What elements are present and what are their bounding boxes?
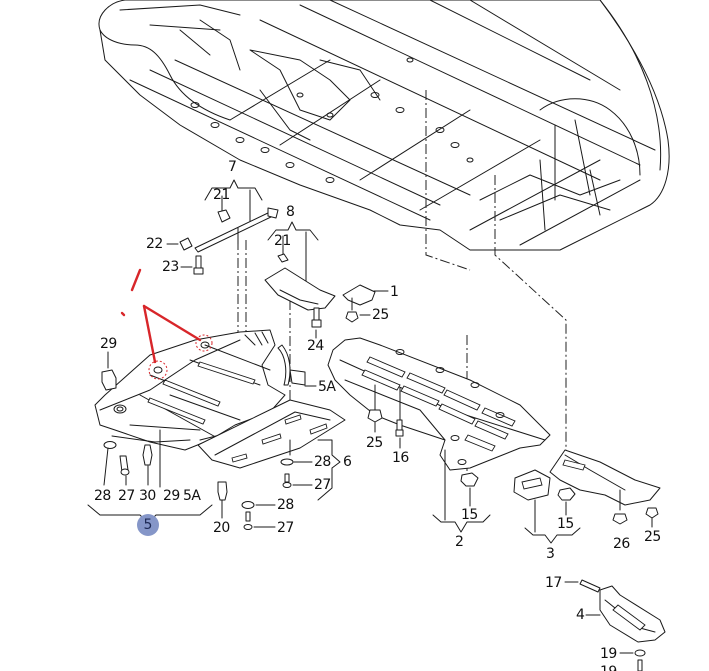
label-part-19-clipped[interactable]: 19 xyxy=(600,665,617,671)
part-5-front-panel xyxy=(94,329,317,451)
label-part-1[interactable]: 1 xyxy=(390,284,399,300)
label-part-22[interactable]: 22 xyxy=(146,236,163,252)
label-part-30[interactable]: 30 xyxy=(139,488,156,504)
label-part-26[interactable]: 26 xyxy=(613,536,630,552)
label-part-28[interactable]: 28 xyxy=(314,454,331,470)
label-part-6[interactable]: 6 xyxy=(343,454,352,470)
label-part-5a[interactable]: 5A xyxy=(183,488,201,504)
label-part-8[interactable]: 8 xyxy=(286,204,295,220)
label-part-20[interactable]: 20 xyxy=(213,520,230,536)
part-8-bracket xyxy=(264,221,336,339)
label-part-29[interactable]: 29 xyxy=(100,336,117,352)
label-part-19[interactable]: 19 xyxy=(600,646,617,662)
label-part-7[interactable]: 7 xyxy=(228,159,237,175)
red-annotations xyxy=(120,268,213,380)
part-2-center-panel xyxy=(327,337,551,533)
label-part-21[interactable]: 21 xyxy=(274,233,291,249)
selected-item-badge[interactable]: 5 xyxy=(137,514,159,536)
label-part-28[interactable]: 28 xyxy=(277,497,294,513)
floor-holes xyxy=(190,57,474,183)
label-part-27[interactable]: 27 xyxy=(314,477,331,493)
label-part-21[interactable]: 21 xyxy=(213,187,230,203)
part-1-clip xyxy=(342,284,389,323)
label-part-25[interactable]: 25 xyxy=(366,435,383,451)
vehicle-body xyxy=(98,0,670,251)
part-6-panel xyxy=(197,399,346,501)
label-part-17[interactable]: 17 xyxy=(545,575,562,591)
part-4-bracket xyxy=(564,579,666,671)
label-part-23[interactable]: 23 xyxy=(162,259,179,275)
part-7-strut xyxy=(166,179,279,275)
label-part-27[interactable]: 27 xyxy=(118,488,135,504)
label-part-25[interactable]: 25 xyxy=(644,529,661,545)
part-3-front-panel xyxy=(513,449,661,544)
label-part-3[interactable]: 3 xyxy=(546,546,555,562)
label-part-15[interactable]: 15 xyxy=(557,516,574,532)
label-part-2[interactable]: 2 xyxy=(455,534,464,550)
label-part-4[interactable]: 4 xyxy=(576,607,585,623)
label-part-15[interactable]: 15 xyxy=(461,507,478,523)
label-part-28[interactable]: 28 xyxy=(94,488,111,504)
label-part-5a[interactable]: 5A xyxy=(318,379,336,395)
label-part-24[interactable]: 24 xyxy=(307,338,324,354)
label-part-27[interactable]: 27 xyxy=(277,520,294,536)
label-part-16[interactable]: 16 xyxy=(392,450,409,466)
label-part-29[interactable]: 29 xyxy=(163,488,180,504)
label-part-25[interactable]: 25 xyxy=(372,307,389,323)
